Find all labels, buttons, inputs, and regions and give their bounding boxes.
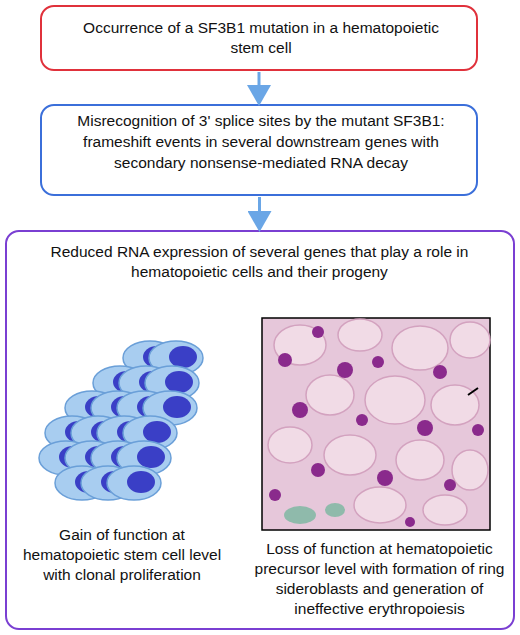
outcome-box: Reduced RNA expression of several genes …	[5, 230, 515, 630]
process-box: Misrecognition of 3' splice sites by the…	[40, 104, 478, 196]
process-box: Occurrence of a SF3B1 mutation in a hema…	[40, 5, 478, 71]
box-text: Occurrence of a SF3B1 mutation in a hema…	[72, 18, 450, 58]
box-text: Reduced RNA expression of several genes …	[32, 242, 487, 282]
caption-text: Gain of function at hematopoietic stem c…	[17, 525, 227, 585]
caption-text: Loss of function at hematopoietic precur…	[252, 539, 507, 619]
flow-arrow	[258, 72, 261, 103]
box-text: Misrecognition of 3' splice sites by the…	[56, 110, 466, 173]
flow-arrow	[258, 197, 261, 229]
